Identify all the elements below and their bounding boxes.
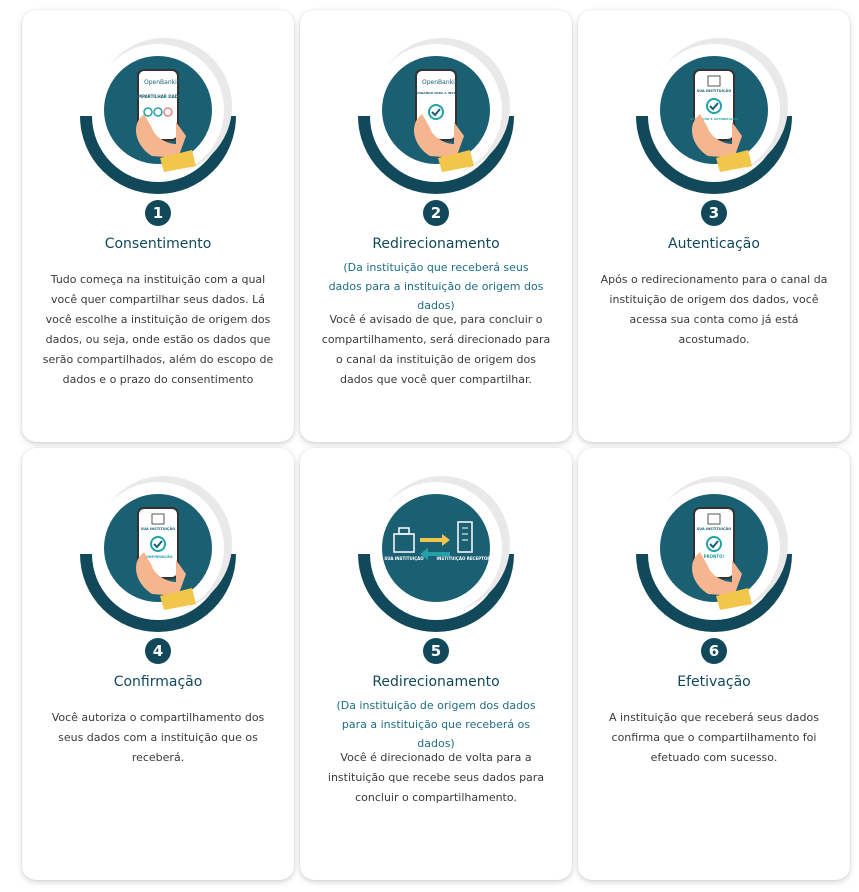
step-subtitle: (Da instituição que receberá seus dados … <box>328 261 544 312</box>
step-description: Você autoriza o compartilhamento dos seu… <box>51 711 265 764</box>
screen-brand: SUA INSTITUIÇÃO <box>141 526 175 531</box>
step-number: 2 <box>423 200 449 226</box>
phone-hand-icon: SUA INSTITUIÇÃO VALIDAÇÃO E AUTORIZAÇÃO <box>630 32 798 200</box>
step-description: Você é direcionado de volta para a insti… <box>327 751 545 804</box>
screen-text: CONFIRMAÇÃO <box>143 554 172 559</box>
screen-brand: SUA INSTITUIÇÃO <box>697 526 731 531</box>
screen-text: PRONTO! <box>704 554 725 559</box>
step-card-1: OpenBanking COMPARTILHAR DADOS 1 Consent… <box>22 10 294 442</box>
step-description: Você é avisado de que, para concluir o c… <box>321 313 551 386</box>
phone-hand-icon: OpenBanking REDIRECIONANDO PARA A INSTIT… <box>352 32 520 200</box>
step-description: Tudo começa na instituição com a qual vo… <box>42 273 274 386</box>
step-description: Após o redirecionamento para o canal da … <box>600 273 828 346</box>
step-number: 4 <box>145 638 171 664</box>
phone-hand-icon: SUA INSTITUIÇÃO CONFIRMAÇÃO <box>74 470 242 638</box>
step-subtitle: (Da instituição de origem dos dados para… <box>336 699 536 750</box>
step-title: Efetivação <box>677 674 751 690</box>
step-description: A instituição que receberá seus dados co… <box>609 711 819 764</box>
step-title: Autenticação <box>668 236 760 252</box>
step-number: 5 <box>423 638 449 664</box>
step-title: Redirecionamento <box>372 236 500 252</box>
step-card-6: SUA INSTITUIÇÃO PRONTO! 6 Efetivação A i… <box>578 448 850 880</box>
screen-text: REDIRECIONANDO PARA A INSTITUIÇÃO <box>403 90 470 95</box>
steps-grid: OpenBanking COMPARTILHAR DADOS 1 Consent… <box>22 10 850 880</box>
step-title: Confirmação <box>113 674 203 690</box>
screen-brand: SUA INSTITUIÇÃO <box>697 88 731 93</box>
step-card-2: OpenBanking REDIRECIONANDO PARA A INSTIT… <box>300 10 572 442</box>
step-card-4: SUA INSTITUIÇÃO CONFIRMAÇÃO 4 Confirmaçã… <box>22 448 294 880</box>
screen-brand: OpenBanking <box>422 79 463 86</box>
screen-brand: OpenBanking <box>144 79 185 86</box>
step-number: 1 <box>145 200 171 226</box>
step-card-5: SUA INSTITUIÇÃO INSTITUIÇÃO RECEPTORA 5 … <box>300 448 572 880</box>
screen-brand: SUA INSTITUIÇÃO <box>384 556 424 561</box>
screen-text: INSTITUIÇÃO RECEPTORA <box>437 556 495 561</box>
screen-text: COMPARTILHAR DADOS <box>132 94 185 99</box>
step-number: 6 <box>701 638 727 664</box>
phone-hand-icon: SUA INSTITUIÇÃO PRONTO! <box>630 470 798 638</box>
step-number: 3 <box>701 200 727 226</box>
phone-hand-icon: OpenBanking COMPARTILHAR DADOS <box>74 32 242 200</box>
step-title: Redirecionamento <box>372 674 500 690</box>
step-title: Consentimento <box>104 236 212 252</box>
step-card-3: SUA INSTITUIÇÃO VALIDAÇÃO E AUTORIZAÇÃO … <box>578 10 850 442</box>
bank-transfer-icon: SUA INSTITUIÇÃO INSTITUIÇÃO RECEPTORA <box>352 470 520 638</box>
screen-text: VALIDAÇÃO E AUTORIZAÇÃO <box>690 116 738 121</box>
